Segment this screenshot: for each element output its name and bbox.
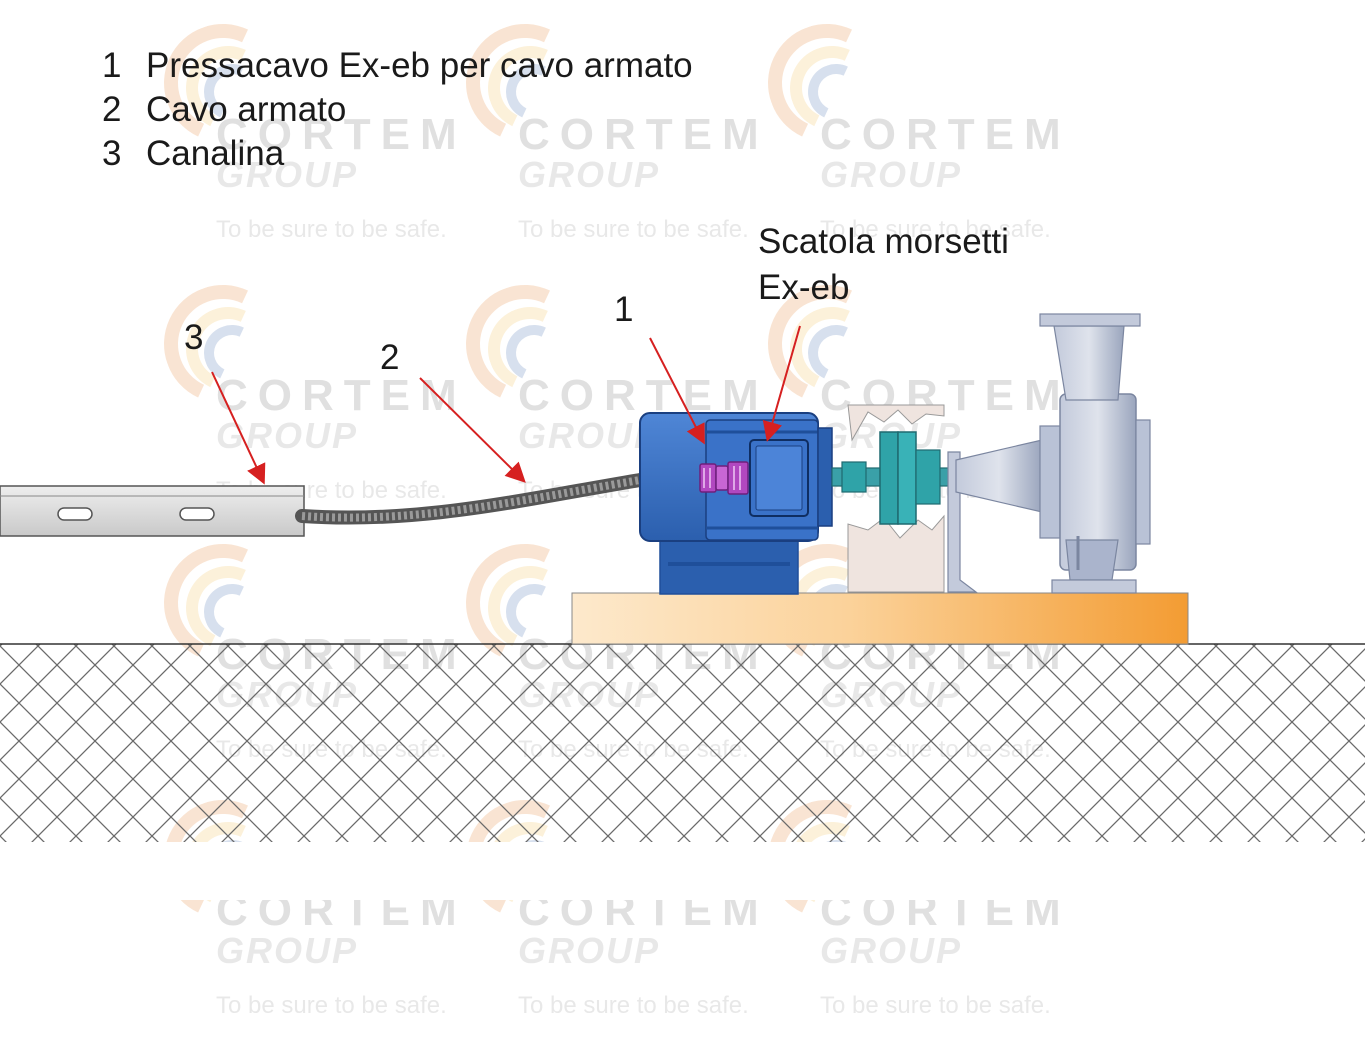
legend-number: 2 <box>102 90 122 129</box>
legend-item: 2 Cavo armato <box>102 88 693 132</box>
arrow-pressacavo <box>649 337 705 445</box>
shaft-coupling <box>831 431 957 525</box>
cable-tray <box>0 485 305 537</box>
callout-number-1: 1 <box>614 290 634 329</box>
callout-terminal-box: Scatola morsetti <box>758 222 1009 261</box>
callout-number-2: 2 <box>380 338 400 377</box>
centrifugal-pump <box>955 313 1151 594</box>
legend-item: 1 Pressacavo Ex-eb per cavo armato <box>102 44 693 88</box>
callout-number-3: 3 <box>184 318 204 357</box>
ground <box>0 643 1365 900</box>
arrow-scatola <box>762 325 801 442</box>
legend-text: Pressacavo Ex-eb per cavo armato <box>146 46 693 85</box>
arrow-canalina <box>211 371 266 485</box>
legend-number: 3 <box>102 134 122 173</box>
callout-terminal-box-ex: Ex-eb <box>758 268 850 307</box>
foundation-base <box>571 592 1189 645</box>
coupling-guard <box>847 404 945 593</box>
cable-gland <box>699 461 749 495</box>
pointer-arrows <box>211 325 801 485</box>
pump-bracket <box>947 451 978 593</box>
diagram-canvas <box>0 313 1365 900</box>
legend-number: 1 <box>102 46 122 85</box>
legend-text: Canalina <box>146 134 285 173</box>
armoured-cable <box>295 469 707 525</box>
legend-text: Cavo armato <box>146 90 347 129</box>
legend: 1 Pressacavo Ex-eb per cavo armato 2 Cavo … <box>102 44 693 176</box>
arrow-cavo <box>419 377 526 483</box>
legend-item: 3 Canalina <box>102 132 693 176</box>
electric-motor <box>639 412 833 595</box>
